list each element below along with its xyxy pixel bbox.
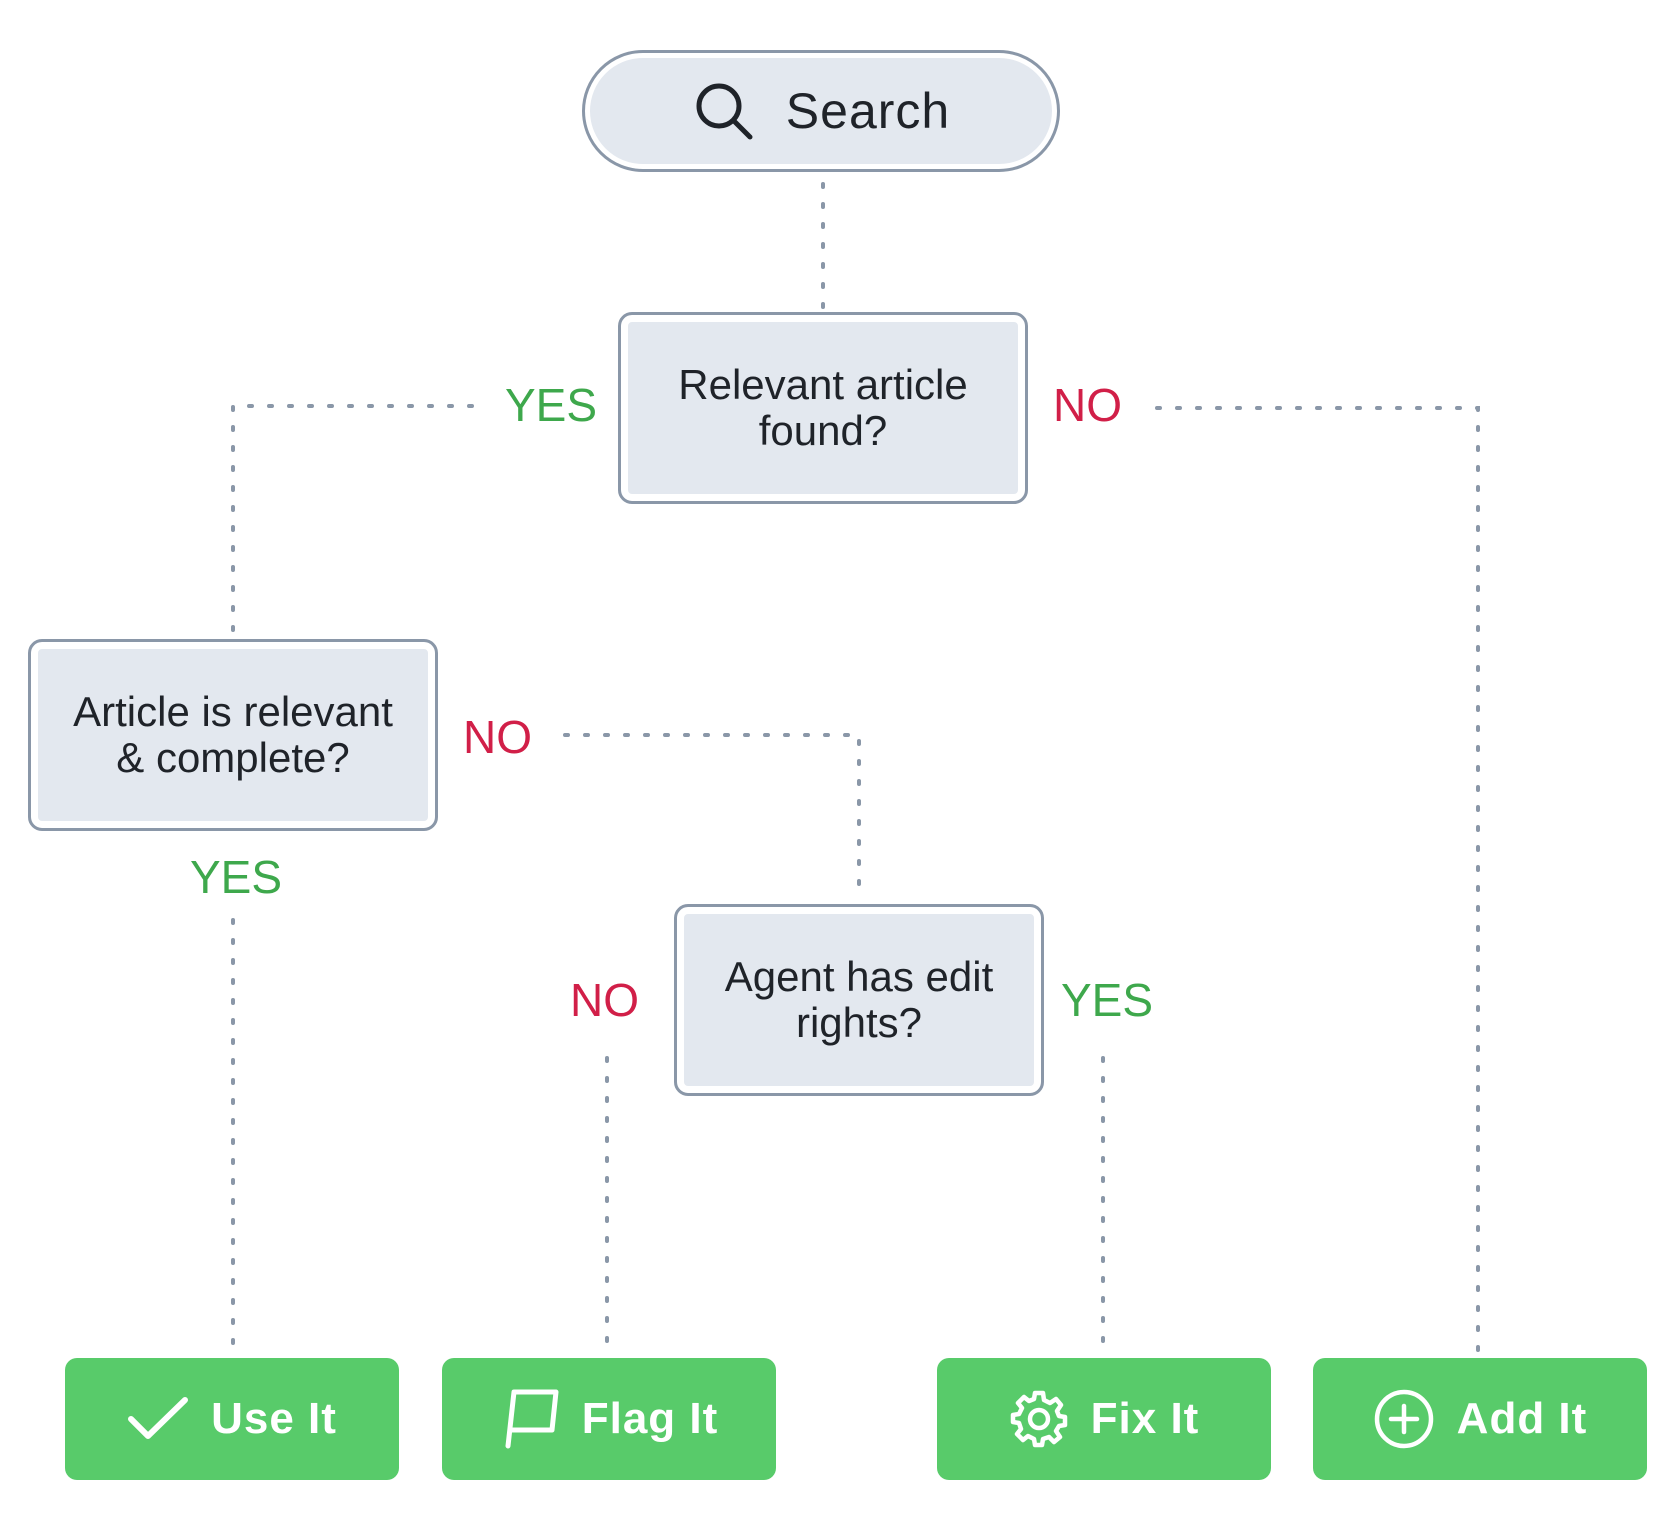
label-complete-yes: YES [190, 851, 283, 903]
search-icon [692, 79, 756, 143]
decision-article-relevant-complete-text: Article is relevant & complete? [73, 688, 393, 781]
use-it-label: Use It [211, 1394, 337, 1443]
fix-it-label: Fix It [1090, 1394, 1200, 1443]
decision-relevant-article-found: Relevant article found? [618, 312, 1028, 504]
gear-icon [1009, 1389, 1069, 1449]
checkmark-icon [127, 1395, 189, 1443]
flag-it-button[interactable]: Flag It [442, 1358, 776, 1480]
add-it-label: Add It [1456, 1394, 1588, 1443]
label-found-yes: YES [505, 379, 598, 431]
fix-it-button[interactable]: Fix It [937, 1358, 1271, 1480]
connector-found-no [1155, 406, 1480, 1356]
connector-complete-no [563, 733, 861, 892]
label-found-no: NO [1053, 379, 1122, 431]
decision-agent-edit-rights: Agent has edit rights? [674, 904, 1044, 1096]
flag-it-label: Flag It [581, 1394, 719, 1443]
decision-relevant-article-found-text: Relevant article found? [678, 361, 968, 454]
connector-found-yes [231, 404, 474, 637]
decision-article-relevant-complete: Article is relevant & complete? [28, 639, 438, 831]
decision-agent-edit-rights-text: Agent has edit rights? [724, 953, 994, 1046]
flag-icon [500, 1388, 560, 1450]
plus-circle-icon [1373, 1388, 1435, 1450]
search-start-node: Search [582, 50, 1060, 172]
label-rights-yes: YES [1061, 974, 1154, 1026]
label-complete-no: NO [463, 711, 532, 763]
add-it-button[interactable]: Add It [1313, 1358, 1647, 1480]
label-rights-no: NO [570, 974, 639, 1026]
search-label: Search [785, 83, 951, 139]
use-it-button[interactable]: Use It [65, 1358, 399, 1480]
